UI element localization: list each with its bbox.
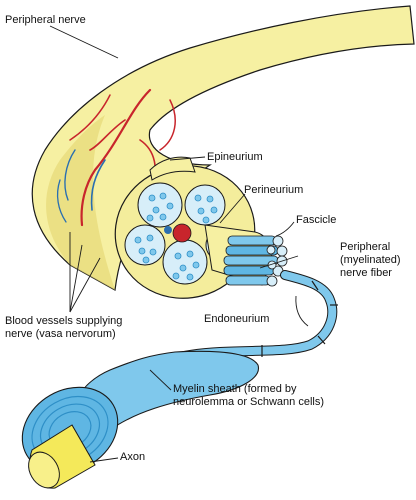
- label-axon: Axon: [120, 451, 146, 463]
- label-peripheral-nerve: Peripheral nerve: [5, 14, 86, 26]
- label-line: Blood vessels supplying: [5, 315, 123, 327]
- label-endoneurium: Endoneurium: [204, 313, 270, 325]
- label-line: Peripheral: [340, 241, 391, 253]
- nerve-trunk-shade: [46, 115, 115, 290]
- label-perineurium: Perineurium: [244, 184, 304, 196]
- blood-vessels: [56, 88, 176, 227]
- label-line: neurolemma or Schwann cells): [173, 396, 325, 408]
- label-line: (myelinated): [340, 254, 401, 266]
- epineurium-flap: [149, 156, 196, 181]
- fascicle-ends: [266, 235, 288, 287]
- leader-lines: [49, 25, 309, 463]
- label-line: nerve (vasa nervorum): [5, 328, 116, 340]
- label-peripheral-fiber: Peripheral (myelinated) nerve fiber: [340, 241, 401, 280]
- axon-end: [28, 451, 60, 489]
- label-fascicle: Fascicle: [296, 214, 337, 226]
- fascicle-tubes: [223, 235, 279, 286]
- label-line: nerve fiber: [340, 267, 392, 279]
- label-epineurium: Epineurium: [207, 151, 263, 163]
- nodes-of-ranvier: [261, 280, 338, 357]
- label-blood-vessels: Blood vessels supplying nerve (vasa nerv…: [5, 315, 122, 341]
- label-line: Myelin sheath (formed by: [173, 383, 297, 395]
- enlarged-fiber: [67, 350, 259, 456]
- label-myelin-sheath: Myelin sheath (formed by neurolemma or S…: [173, 383, 324, 409]
